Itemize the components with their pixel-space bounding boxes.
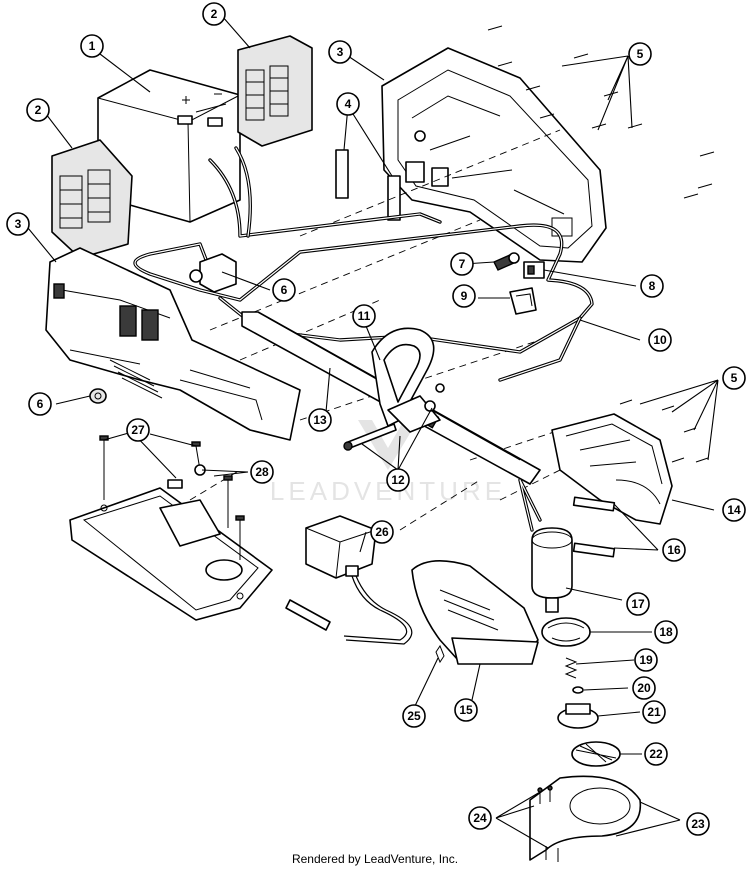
callout-11: 11 (352, 304, 376, 328)
motor-housing (411, 560, 539, 665)
callout-12: 12 (386, 468, 410, 492)
callout-3-left: 3 (6, 212, 30, 236)
callout-20: 20 (632, 676, 656, 700)
callout-label: 15 (459, 703, 473, 717)
callout-22: 22 (644, 742, 668, 766)
callout-label: 7 (459, 257, 466, 271)
housing-half-right (381, 47, 607, 263)
callout-8: 8 (640, 274, 664, 298)
callout-label: 24 (473, 811, 487, 825)
callout-4: 4 (336, 92, 360, 116)
callout-label: 27 (131, 423, 145, 437)
small-clip (435, 644, 445, 664)
callout-label: 8 (649, 279, 656, 293)
callout-label: 20 (637, 681, 651, 695)
screws-upper (487, 25, 715, 199)
callout-label: 6 (281, 283, 288, 297)
watermark-text: LEADVENTURE (270, 476, 506, 506)
callout-label: 6 (37, 397, 44, 411)
screws-lower (619, 399, 709, 463)
callout-16: 16 (662, 538, 686, 562)
callout-27: 27 (126, 418, 150, 442)
callout-6-grommet: 6 (28, 392, 52, 416)
callout-label: 28 (255, 465, 269, 479)
callout-15: 15 (454, 698, 478, 722)
callout-23: 23 (686, 812, 710, 836)
callout-label: 11 (358, 309, 371, 323)
callout-2-top: 2 (202, 2, 226, 26)
battery-bracket-top (237, 35, 313, 147)
callout-6-switch: 6 (272, 278, 296, 302)
spacers (572, 496, 616, 558)
callout-label: 9 (461, 289, 468, 303)
key-clip (493, 252, 520, 271)
spool (557, 703, 599, 729)
posts (335, 149, 401, 221)
callout-1: 1 (80, 34, 104, 58)
callout-label: 4 (345, 97, 352, 111)
switch (189, 253, 237, 293)
callout-24: 24 (468, 806, 492, 830)
callout-19: 19 (634, 648, 658, 672)
callout-3-top: 3 (328, 40, 352, 64)
callout-26: 26 (370, 520, 394, 544)
callout-7: 7 (450, 252, 474, 276)
callout-label: 10 (653, 333, 667, 347)
callout-label: 25 (407, 709, 421, 723)
callout-label: 12 (391, 473, 405, 487)
callout-21: 21 (642, 700, 666, 724)
fan (541, 617, 591, 647)
footer-credit: Rendered by LeadVenture, Inc. (291, 852, 459, 866)
washer (572, 686, 584, 694)
callout-14: 14 (722, 498, 746, 522)
spring (564, 657, 578, 679)
guard (551, 413, 673, 525)
callout-label: 22 (649, 747, 663, 761)
base-plate (69, 487, 273, 621)
handle (371, 327, 441, 433)
callout-13: 13 (308, 408, 332, 432)
callout-label: 1 (89, 39, 96, 53)
callout-28: 28 (250, 460, 274, 484)
callout-label: 13 (313, 413, 327, 427)
callout-label: 2 (35, 103, 42, 117)
callout-label: 2 (211, 7, 218, 21)
connector (523, 261, 545, 279)
callout-10: 10 (648, 328, 672, 352)
callout-9: 9 (452, 284, 476, 308)
charger (285, 515, 413, 645)
callout-25: 25 (402, 704, 426, 728)
callout-label: 17 (631, 597, 645, 611)
callout-label: 5 (731, 371, 738, 385)
cover-screws (537, 785, 559, 862)
callout-18: 18 (654, 620, 678, 644)
callout-label: 19 (639, 653, 653, 667)
callout-label: 3 (15, 217, 22, 231)
callout-5-top: 5 (628, 42, 652, 66)
bracket-clip (509, 287, 537, 315)
bottom-cover (529, 775, 642, 861)
base-screws (99, 435, 245, 560)
callout-label: 18 (659, 625, 673, 639)
motor (518, 478, 573, 613)
battery-bracket-left (51, 139, 133, 259)
callout-label: 5 (637, 47, 644, 61)
callout-label: 14 (727, 503, 741, 517)
handle-bolt (343, 383, 445, 451)
callout-label: 16 (667, 543, 681, 557)
callout-label: 26 (375, 525, 389, 539)
callout-17: 17 (626, 592, 650, 616)
callout-label: 23 (691, 817, 705, 831)
grommet (89, 388, 107, 404)
battery (97, 69, 241, 223)
callout-2-left: 2 (26, 98, 50, 122)
housing-half-left (45, 247, 301, 441)
callout-5-right: 5 (722, 366, 746, 390)
wire-harness (133, 146, 594, 382)
callout-label: 21 (647, 705, 661, 719)
callout-label: 3 (337, 45, 344, 59)
line-spool (571, 741, 621, 767)
